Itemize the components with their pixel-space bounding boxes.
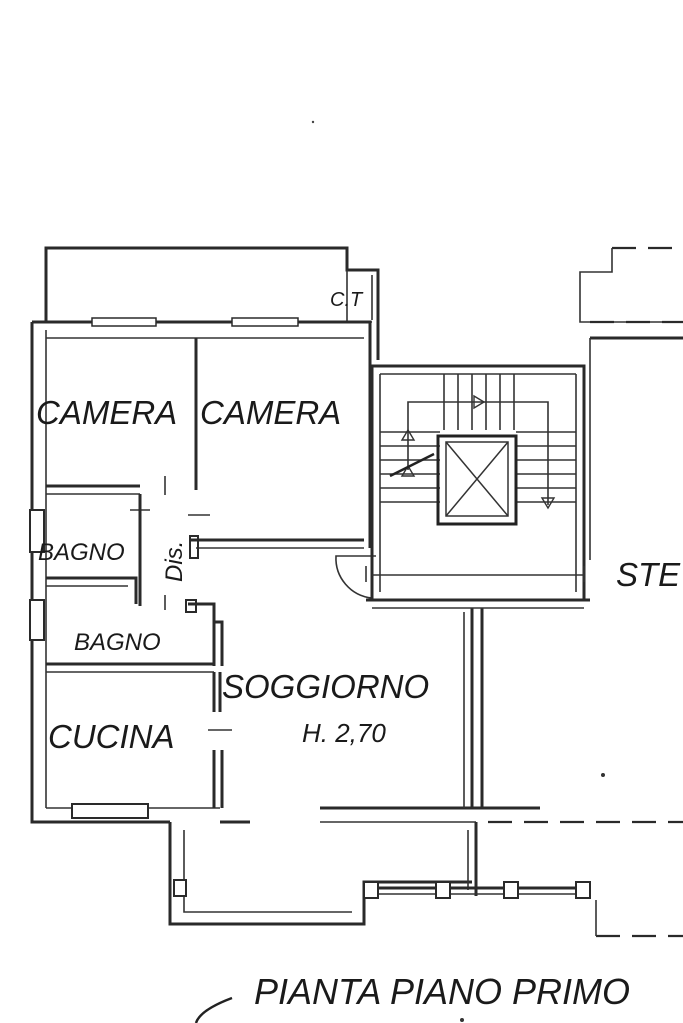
label-soggiorno: SOGGIORNO	[222, 668, 429, 705]
label-stair-partial: STE	[616, 556, 681, 593]
top-balcony	[44, 246, 380, 360]
apartment-outer-walls	[29, 317, 540, 824]
window	[29, 509, 45, 553]
adjacent-unit	[488, 246, 683, 938]
label-ct: C.T	[330, 289, 364, 311]
stray-dot	[460, 1018, 464, 1022]
window	[29, 599, 45, 641]
plan-title: PIANTA PIANO PRIMO	[254, 971, 630, 1012]
door-swing	[335, 555, 376, 599]
window	[71, 803, 149, 819]
interior-walls	[46, 338, 484, 808]
label-camera-left: CAMERA	[36, 394, 177, 431]
stray-dot	[601, 773, 605, 777]
signature-stroke	[194, 996, 233, 1023]
window	[231, 317, 299, 327]
label-soggiorno-height: H. 2,70	[302, 718, 386, 748]
stray-dot	[311, 120, 315, 124]
label-bagno-upper: BAGNO	[38, 539, 125, 566]
stairwell	[365, 364, 590, 609]
label-camera-right: CAMERA	[200, 394, 341, 431]
label-disimpegno: Dis.	[161, 541, 188, 582]
bottom-terrace	[168, 822, 591, 926]
elevator-shaft	[436, 434, 518, 526]
label-bagno-lower: BAGNO	[74, 629, 161, 656]
window	[91, 317, 157, 327]
label-cucina: CUCINA	[48, 718, 175, 755]
